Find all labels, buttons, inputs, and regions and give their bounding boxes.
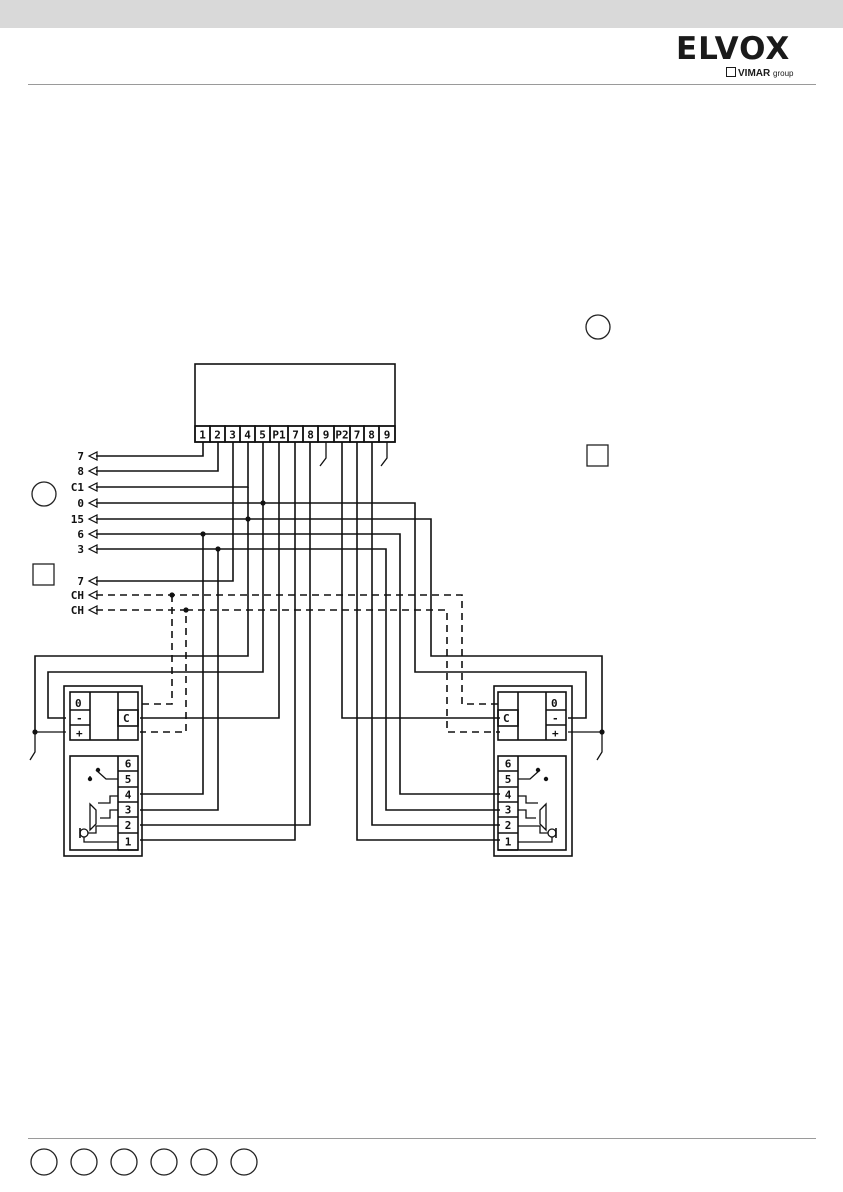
right-handset-terminals: 6 5 4 3 2 1 xyxy=(498,758,518,851)
panel-terminal-label: 3 xyxy=(229,429,236,442)
signal-arrow-icon xyxy=(89,499,97,507)
left-unit-power-0: 0 xyxy=(75,697,82,710)
panel-terminal-label: 2 xyxy=(214,429,221,442)
handset-terminal-label: 5 xyxy=(505,773,512,786)
signal-label: CH xyxy=(71,604,84,617)
right-indoor-unit: 0 - + C 6 5 4 3 2 1 xyxy=(494,686,572,856)
panel-terminal-label: P1 xyxy=(272,429,286,442)
handset-terminal-label: 4 xyxy=(125,789,132,802)
signal-arrow-icon xyxy=(89,515,97,523)
left-circle-marker xyxy=(32,482,56,506)
handset-terminal-label: 6 xyxy=(125,758,132,771)
handset-terminal-label: 1 xyxy=(125,836,132,849)
microphone-icon xyxy=(80,829,88,837)
left-indoor-unit: 0 - + C 6 5 4 3 2 1 xyxy=(64,686,142,856)
signal-label: 6 xyxy=(77,528,84,541)
panel-terminal-label: 5 xyxy=(259,429,266,442)
left-handset-terminals: 6 5 4 3 2 1 xyxy=(118,758,138,851)
signal-arrow-icon xyxy=(89,467,97,475)
panel-terminal-label: 7 xyxy=(292,429,299,442)
signal-label: 3 xyxy=(77,543,84,556)
left-unit-power-minus: - xyxy=(76,712,83,725)
signal-label: C1 xyxy=(71,481,85,494)
language-circle xyxy=(151,1149,177,1175)
language-circle xyxy=(31,1149,57,1175)
handset-terminal-label: 1 xyxy=(505,836,512,849)
microphone-icon xyxy=(548,829,556,837)
panel-terminal-label: 9 xyxy=(323,429,330,442)
handset-terminal-label: 3 xyxy=(505,804,512,817)
right-unit-c-terminal: C xyxy=(503,712,510,725)
left-unit-power-plus: + xyxy=(76,727,83,740)
signal-label: 15 xyxy=(71,513,84,526)
language-circle xyxy=(191,1149,217,1175)
panel-terminal-label: 8 xyxy=(368,429,375,442)
panel-terminal-label: 1 xyxy=(199,429,206,442)
signal-label: 0 xyxy=(77,497,84,510)
language-circle xyxy=(71,1149,97,1175)
signal-arrow-icon xyxy=(89,452,97,460)
right-circle-marker xyxy=(586,315,610,339)
speaker-icon xyxy=(90,804,96,830)
footer-language-circles xyxy=(31,1149,257,1175)
panel-terminal-label: 8 xyxy=(307,429,314,442)
panel-terminal-label: 7 xyxy=(354,429,361,442)
handset-terminal-label: 4 xyxy=(505,789,512,802)
handset-terminal-label: 3 xyxy=(125,804,132,817)
left-square-marker xyxy=(33,564,54,585)
signal-arrow-icon xyxy=(89,483,97,491)
language-circle xyxy=(111,1149,137,1175)
left-unit-c-terminal: C xyxy=(123,712,130,725)
language-circle xyxy=(231,1149,257,1175)
right-unit-power-minus: - xyxy=(552,712,559,725)
panel-terminal-label: 9 xyxy=(384,429,391,442)
signal-arrow-icon xyxy=(89,577,97,585)
right-unit-power-plus: + xyxy=(552,727,559,740)
right-square-marker xyxy=(587,445,608,466)
panel-terminal-label: 4 xyxy=(244,429,251,442)
signal-label: 7 xyxy=(77,575,84,588)
signal-label: CH xyxy=(71,589,84,602)
handset-terminal-label: 6 xyxy=(505,758,512,771)
signal-arrow-icon xyxy=(89,591,97,599)
handset-terminal-label: 5 xyxy=(125,773,132,786)
signal-arrow-icon xyxy=(89,545,97,553)
signal-label: 8 xyxy=(77,465,84,478)
speaker-icon xyxy=(540,804,546,830)
signal-arrow-icon xyxy=(89,606,97,614)
panel-terminal-label: P2 xyxy=(335,429,348,442)
ch-dashed-wires xyxy=(96,592,500,732)
handset-terminal-label: 2 xyxy=(505,819,512,832)
signal-label: 7 xyxy=(77,450,84,463)
handset-terminal-label: 2 xyxy=(125,819,132,832)
right-unit-power-0: 0 xyxy=(551,697,558,710)
signal-arrow-icon xyxy=(89,530,97,538)
